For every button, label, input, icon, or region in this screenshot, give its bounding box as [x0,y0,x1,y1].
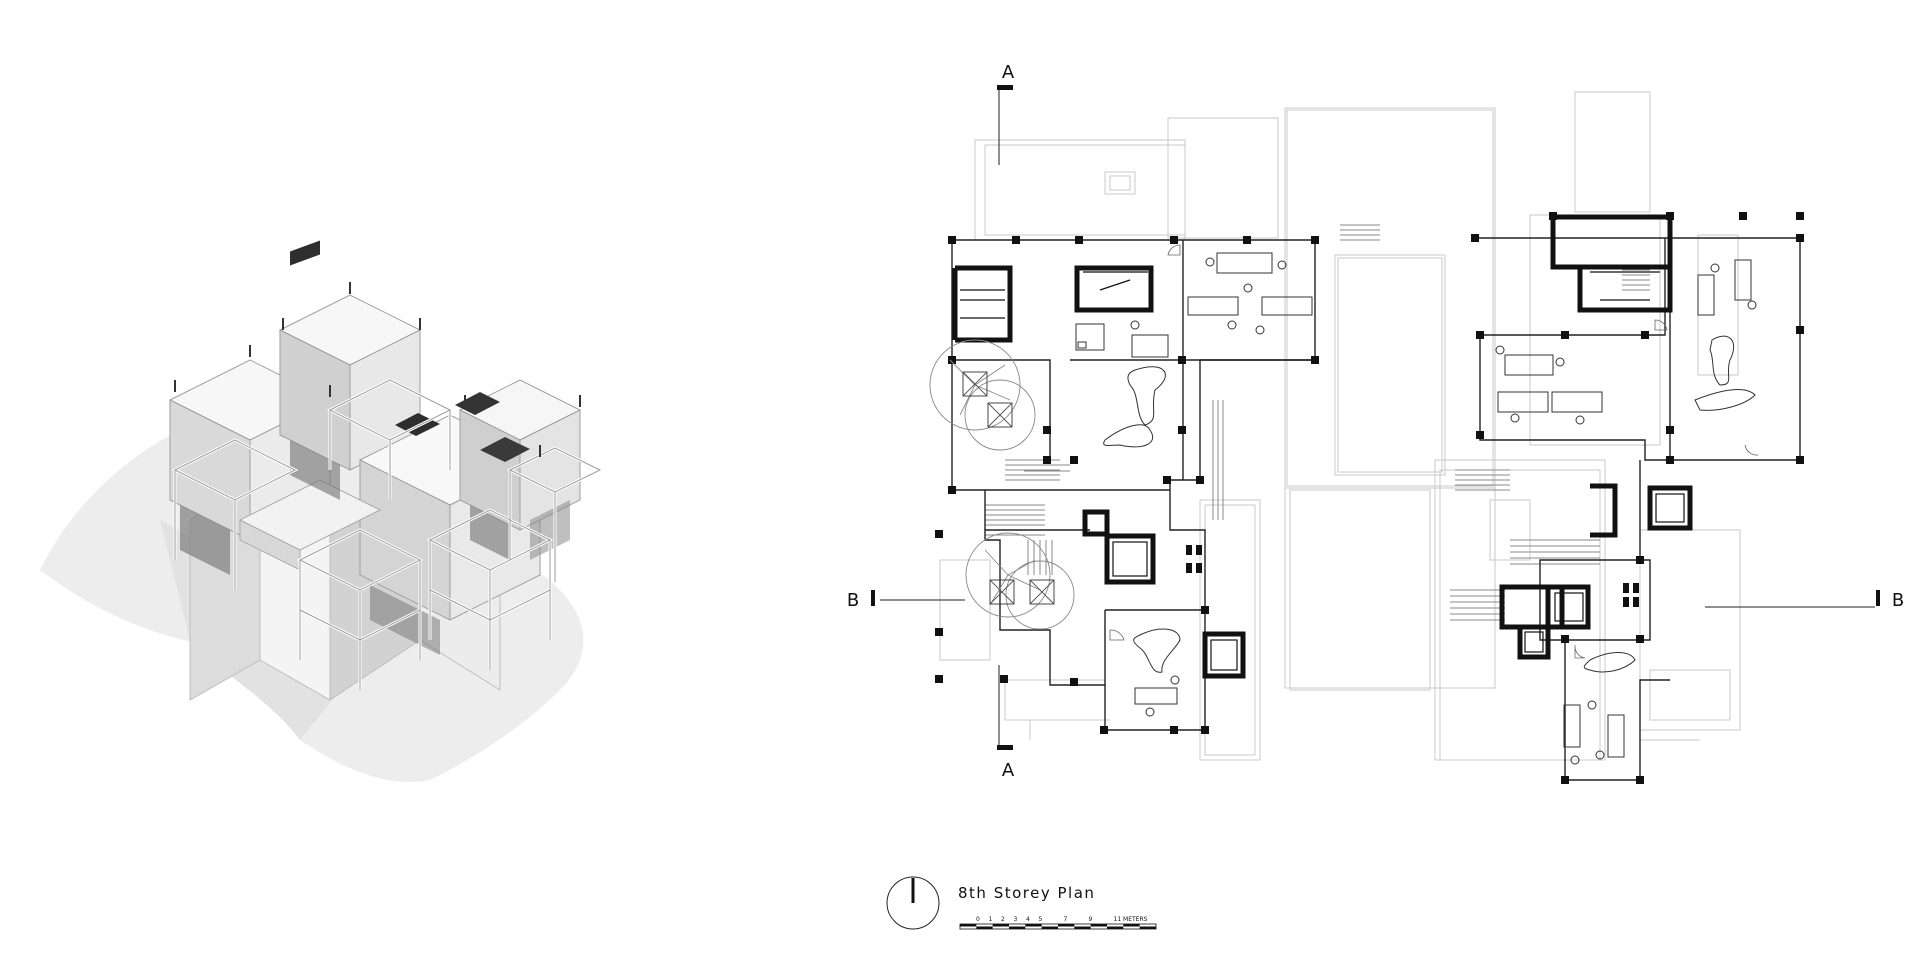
section-cut-lines [880,90,1875,745]
scale-bar-segment [992,924,1009,927]
stair-hatching [985,224,1650,621]
scale-bar-label: 1 [989,916,993,923]
scale-bar-label: 9 [1089,916,1093,923]
scale-bar-label: 3 [1014,916,1018,923]
plan-title: 8th Storey Plan [958,884,1095,902]
section-mark-a-bottom: A [1002,760,1015,781]
section-mark-b-left: B [847,590,859,611]
scale-bar-segment [1009,926,1026,929]
tree-icon [929,339,1075,630]
scale-bar-label: 11 METERS [1114,916,1148,923]
scale-bar-label: 5 [1039,916,1043,923]
scale-bar-label: 2 [1001,916,1005,923]
floor-outlines [951,237,1801,781]
scale-bar-label: 7 [1064,916,1068,923]
scale-bar-label: 4 [1026,916,1030,923]
scale-bar-segment [976,926,993,929]
scale-bar-label: 0 [976,916,980,923]
scale-bar-segment [1123,924,1140,927]
section-markers [871,85,1880,750]
scale-bar-segment [1139,926,1156,929]
context-lines [939,91,1741,761]
scale-bar-segment [1025,924,1042,927]
structural-columns [935,212,1804,784]
scale-bar-segment [1058,924,1075,927]
core-walls [952,214,1693,679]
scale-bar-segment [1090,924,1107,927]
north-arrow-icon [886,876,940,930]
scale-bar: 0 1 2 3 4 5 7 9 11 METERS [959,916,1157,930]
section-mark-a-top: A [1002,62,1015,83]
axonometric-view [40,240,604,782]
scale-bar-segment [960,924,977,927]
scale-bar-segment [1074,926,1091,929]
floor-plan [871,85,1880,784]
furniture-icon [1075,252,1757,765]
scale-bar-segment [1107,926,1124,929]
section-mark-b-right: B [1892,590,1904,611]
scale-bar-segment [1041,926,1058,929]
